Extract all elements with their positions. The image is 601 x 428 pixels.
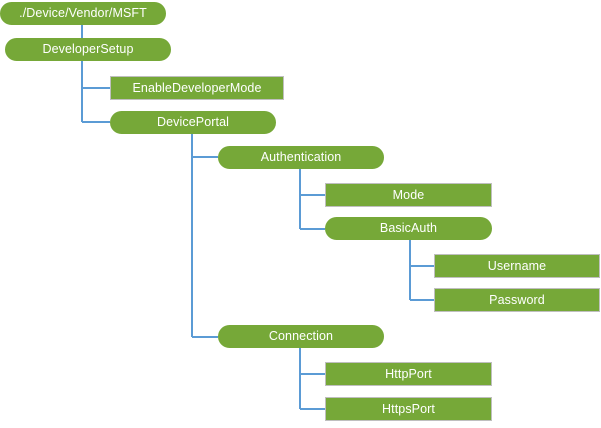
edge-authentication-mode (299, 169, 325, 196)
tree-node-label-httpsport: HttpsPort (382, 401, 435, 416)
tree-node-authentication[interactable]: Authentication (218, 146, 384, 169)
tree-node-username[interactable]: Username (434, 254, 600, 278)
edge-basicauth-password (409, 240, 434, 301)
edge-developersetup-enabledevelopermode (81, 61, 110, 89)
edge-deviceportal-connection (191, 134, 218, 338)
tree-node-label-basicauth: BasicAuth (379, 221, 438, 236)
tree-node-mode[interactable]: Mode (325, 183, 492, 207)
tree-node-basicauth[interactable]: BasicAuth (325, 217, 492, 240)
tree-node-enabledevelopermode[interactable]: EnableDeveloperMode (110, 76, 284, 100)
tree-node-label-developersetup: DeveloperSetup (42, 42, 134, 57)
tree-node-root[interactable]: ./Device/Vendor/MSFT (0, 2, 166, 25)
tree-node-httpsport[interactable]: HttpsPort (325, 397, 492, 421)
tree-node-password[interactable]: Password (434, 288, 600, 312)
tree-node-label-root: ./Device/Vendor/MSFT (19, 6, 147, 21)
tree-node-label-connection: Connection (268, 329, 334, 344)
edge-authentication-basicauth (299, 169, 325, 230)
tree-node-label-password: Password (489, 292, 545, 307)
tree-node-developersetup[interactable]: DeveloperSetup (5, 38, 171, 61)
tree-node-deviceportal[interactable]: DevicePortal (110, 111, 276, 134)
tree-node-label-mode: Mode (392, 187, 425, 202)
tree-node-label-username: Username (487, 258, 547, 273)
edge-connection-httpport (299, 348, 325, 375)
edge-connection-httpsport (299, 348, 325, 410)
tree-node-label-httpport: HttpPort (385, 366, 432, 381)
tree-node-httpport[interactable]: HttpPort (325, 362, 492, 386)
edge-developersetup-deviceportal (81, 61, 110, 123)
tree-node-label-deviceportal: DevicePortal (156, 115, 230, 130)
edge-deviceportal-authentication (191, 134, 218, 158)
tree-node-label-authentication: Authentication (260, 150, 342, 165)
edge-basicauth-username (409, 240, 434, 267)
tree-node-connection[interactable]: Connection (218, 325, 384, 348)
tree-node-label-enabledevelopermode: EnableDeveloperMode (132, 80, 262, 95)
